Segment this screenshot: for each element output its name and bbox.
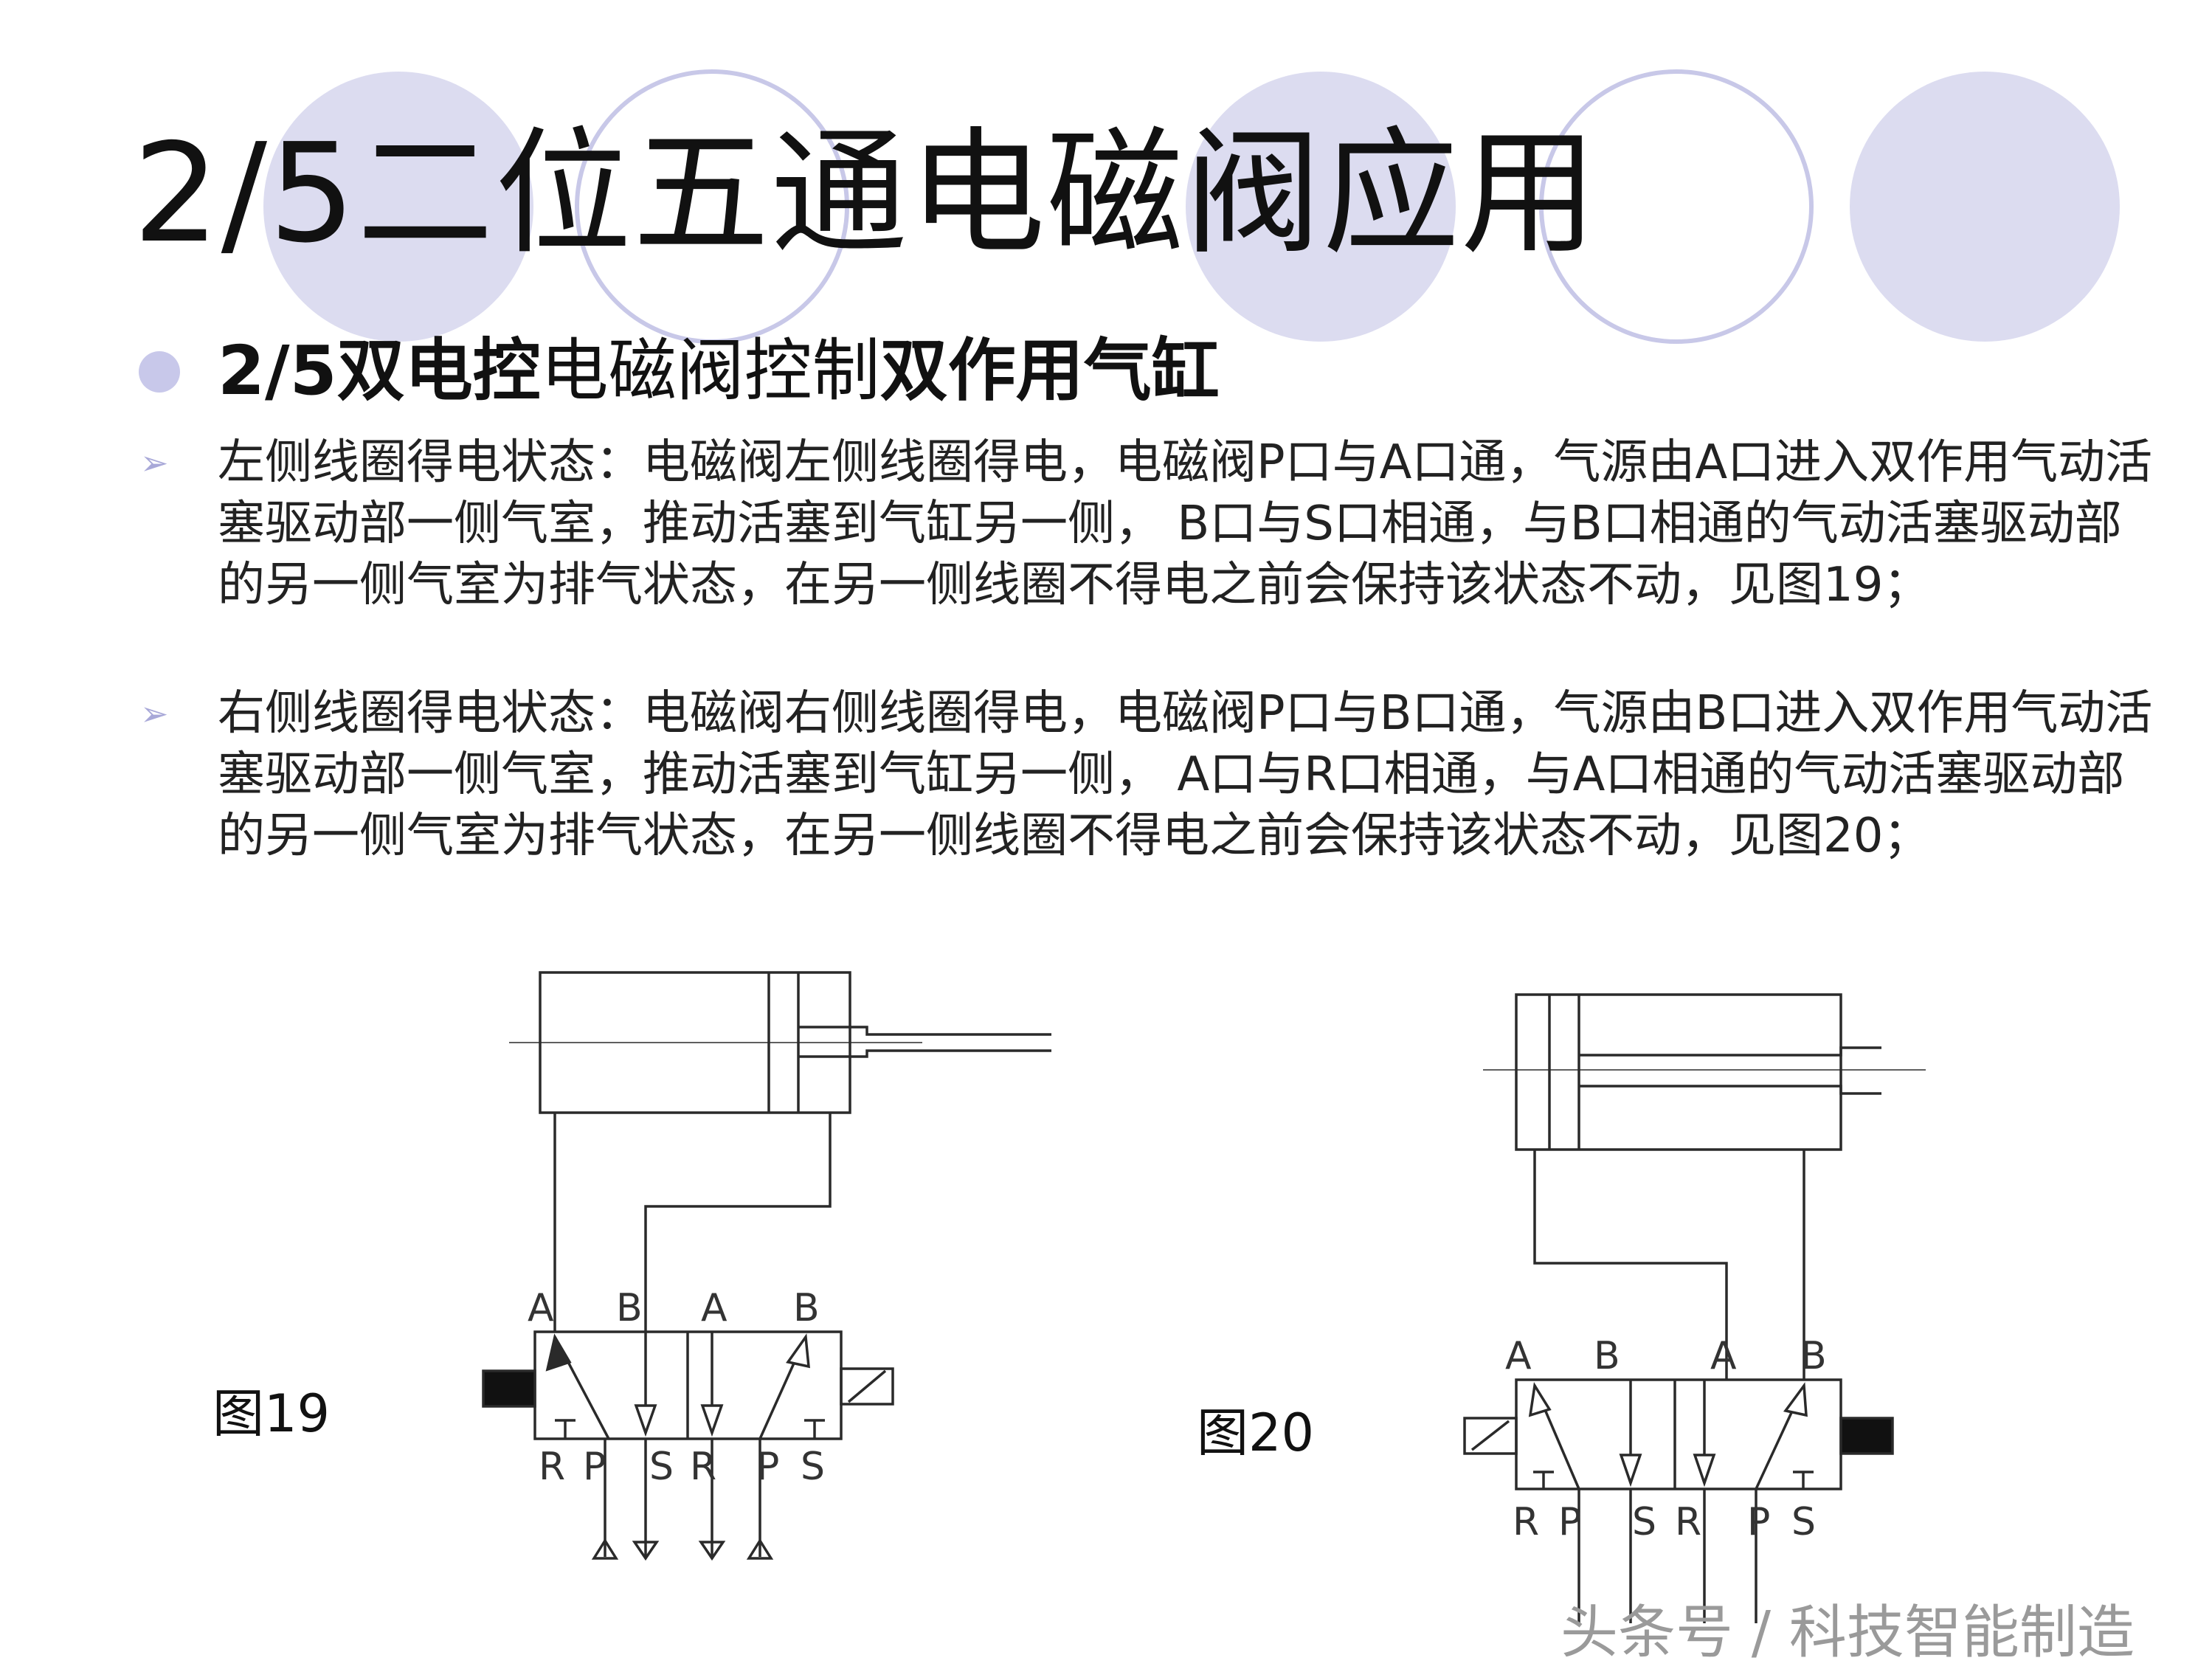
port-label-p: P [756, 1445, 779, 1489]
subtitle-part-3: 双作用气缸 [879, 331, 1220, 410]
port-label-s: S [649, 1445, 674, 1489]
port-label-p: P [1558, 1500, 1581, 1544]
pipe-b [644, 1113, 832, 1332]
decor-circle-1 [263, 72, 533, 342]
port-label-a: A [701, 1286, 727, 1330]
solenoid-left-energized [482, 1369, 536, 1408]
port-label-s: S [1791, 1500, 1816, 1544]
paragraph-right-coil: 右侧线圈得电状态：电磁阀右侧线圈得电，电磁阀P口与B口通，气源由B口进入双作用气… [218, 686, 2153, 863]
port-label-a: A [1710, 1334, 1737, 1378]
solenoid-left [1463, 1417, 1518, 1455]
valve-body [1515, 1378, 1842, 1490]
pipe-a [1533, 1150, 1728, 1380]
slide-subtitle: 2/5双电控电磁阀控制双作用气缸 [218, 334, 1220, 408]
port-label-p: P [583, 1445, 606, 1489]
port-label-s: S [1632, 1500, 1656, 1544]
port-label-a: A [1505, 1334, 1532, 1378]
port-label-b: B [616, 1286, 643, 1330]
subtitle-part-1: 2/5双电控 [218, 331, 541, 410]
cylinder-body [1515, 993, 1842, 1151]
figure-19-label: 图19 [212, 1383, 331, 1444]
port-label-b: B [1594, 1334, 1620, 1378]
port-label-r: R [690, 1445, 716, 1489]
port-label-s: S [801, 1445, 825, 1489]
subtitle-part-2: 电磁阀控制 [540, 331, 880, 410]
decor-circle-5 [1850, 72, 2120, 342]
port-label-r: R [1513, 1500, 1539, 1544]
port-label-a: A [528, 1286, 554, 1330]
decor-circle-3 [1186, 72, 1456, 342]
decor-circle-2 [575, 69, 849, 344]
decor-circle-4 [1539, 69, 1814, 344]
port-label-b: B [793, 1286, 820, 1330]
paragraph-left-coil: 左侧线圈得电状态：电磁阀左侧线圈得电，电磁阀P口与A口通，气源由A口进入双作用气… [218, 435, 2153, 612]
port-label-b: B [1800, 1334, 1827, 1378]
port-label-r: R [1675, 1500, 1701, 1544]
piston-rod [798, 1026, 1051, 1036]
slide-title: 2/5二位五通电磁阀应用 [133, 114, 1599, 273]
subtitle-bullet-icon [139, 351, 180, 393]
figure-20-label: 图20 [1197, 1403, 1315, 1463]
watermark: 头条号 / 科技智能制造 [1561, 1600, 2135, 1666]
solenoid-right-energized [1839, 1417, 1894, 1455]
port-label-r: R [539, 1445, 565, 1489]
arrow-bullet-icon: ➢ [140, 443, 169, 483]
solenoid-right [840, 1367, 894, 1406]
piston-rod [1579, 1046, 1881, 1057]
arrow-bullet-icon: ➢ [140, 694, 169, 733]
port-label-p: P [1747, 1500, 1770, 1544]
